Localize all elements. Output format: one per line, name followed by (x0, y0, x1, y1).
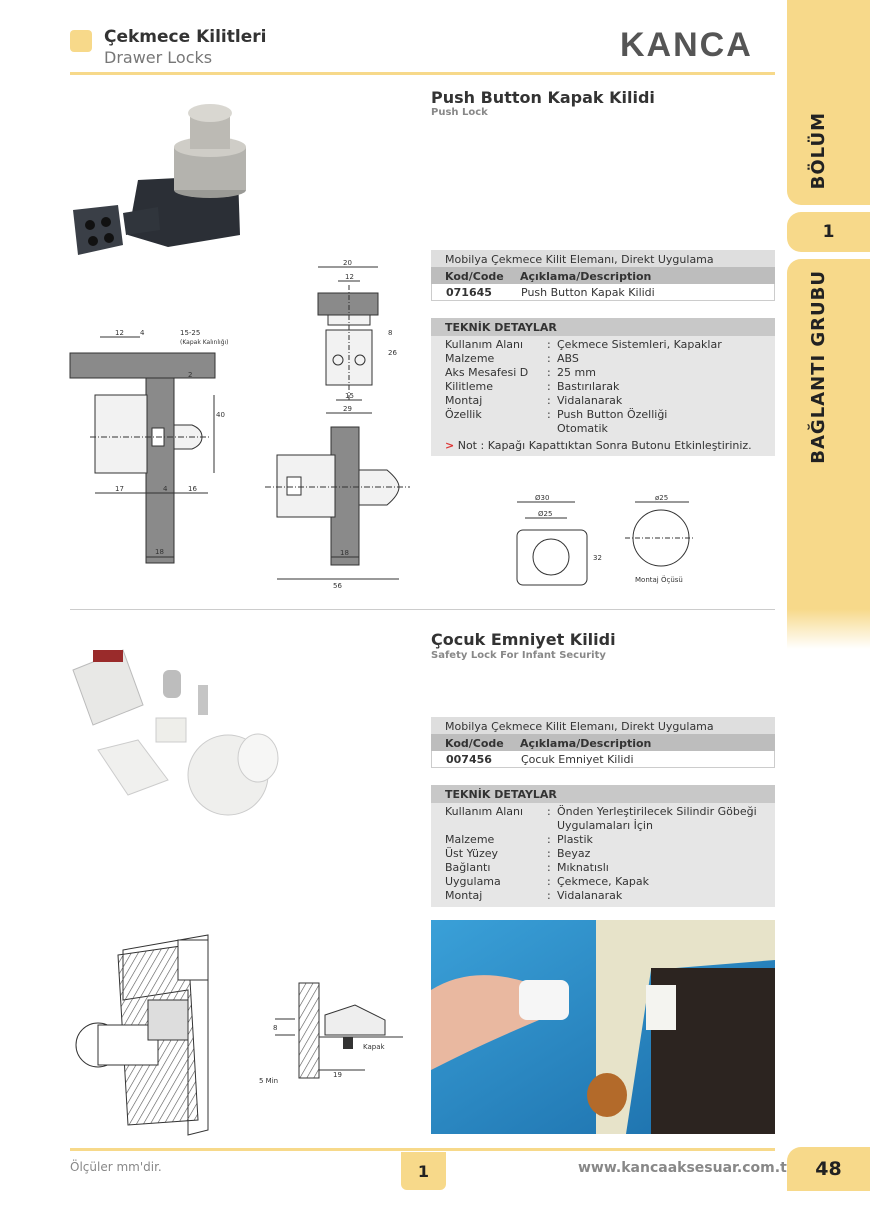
note-text: Not : Kapağı Kapattıktan Sonra Butonu Et… (457, 439, 752, 452)
page-subtitle: Drawer Locks (104, 48, 213, 67)
safety-lock-photo (72, 649, 279, 816)
dim-label: ø25 (655, 494, 668, 502)
table-row: 007456 Çocuk Emniyet Kilidi (431, 751, 775, 768)
safety-lock-install-drawing (75, 934, 209, 1136)
product2-subtitle: Safety Lock For Infant Security (431, 650, 606, 661)
dim-label: Montaj Öçüsü (635, 575, 683, 584)
dim-label: 8 (388, 329, 392, 337)
col-desc: Açıklama/Description (520, 270, 652, 283)
product1-table: Mobilya Çekmece Kilit Elemanı, Direkt Uy… (431, 250, 775, 301)
sidebar-group-tab (787, 259, 870, 609)
table-row: 071645 Push Button Kapak Kilidi (431, 284, 775, 301)
dim-label: 20 (343, 259, 352, 267)
tech-row: Özellik:Push Button Özelliği (445, 408, 668, 421)
dim-label: 29 (343, 405, 352, 413)
tech-row: Malzeme:ABS (445, 352, 579, 365)
tech-row: Kullanım Alanı:Önden Yerleştirilecek Sil… (445, 805, 757, 818)
header-square (70, 30, 92, 52)
dim-label: 15-25 (180, 329, 200, 337)
note-arrow: > (445, 439, 455, 452)
table-header: Kod/Code Açıklama/Description (431, 267, 775, 284)
product2-tech-details: TEKNİK DETAYLAR Kullanım Alanı:Önden Yer… (431, 785, 775, 907)
dim-label: 32 (593, 554, 602, 562)
dim-label: 26 (388, 349, 397, 357)
col-desc: Açıklama/Description (520, 737, 652, 750)
footer-note: Ölçüler mm'dir. (70, 1160, 162, 1174)
dim-label: 4 (163, 485, 168, 493)
tech-title: TEKNİK DETAYLAR (431, 785, 775, 803)
push-lock-front-drawing: 20 12 8 26 15 29 (317, 259, 397, 414)
table-caption: Mobilya Çekmece Kilit Elemanı, Direkt Uy… (431, 717, 775, 734)
product-desc: Push Button Kapak Kilidi (521, 286, 655, 299)
col-code: Kod/Code (445, 270, 504, 283)
sidebar-section-tab (787, 0, 870, 205)
tech-note: > Not : Kapağı Kapattıktan Sonra Butonu … (431, 436, 775, 452)
dim-label: 18 (340, 549, 349, 557)
product2-title: Çocuk Emniyet Kilidi (431, 630, 616, 649)
dim-label: 19 (333, 1071, 342, 1079)
footer-section: 1 (401, 1152, 446, 1190)
tech-row: Uygulamaları İçin (557, 819, 653, 832)
dim-label: 12 (345, 273, 354, 281)
sidebar-fade (787, 609, 870, 649)
tech-title: TEKNİK DETAYLAR (431, 318, 775, 336)
product2-table: Mobilya Çekmece Kilit Elemanı, Direkt Uy… (431, 717, 775, 768)
product1-title: Push Button Kapak Kilidi (431, 88, 655, 107)
sidebar-section-label: BÖLÜM (808, 112, 829, 190)
col-code: Kod/Code (445, 737, 504, 750)
dim-label: Ø30 (535, 494, 549, 502)
dim-label: 4 (140, 329, 145, 337)
push-lock-side-drawing: 12 4 15-25 (Kapak Kalınlığı) 2 40 17 4 1… (69, 329, 229, 564)
dim-label: Ø25 (538, 510, 552, 518)
dim-label: 8 (273, 1024, 277, 1032)
dim-label: 17 (115, 485, 124, 493)
tech-row: Kullanım Alanı:Çekmece Sistemleri, Kapak… (445, 338, 722, 351)
tech-row: Montaj:Vidalanarak (445, 889, 623, 902)
product-desc: Çocuk Emniyet Kilidi (521, 753, 634, 766)
tech-row: Montaj:Vidalanarak (445, 394, 623, 407)
tech-row: Kilitleme:Bastırılarak (445, 380, 620, 393)
product1-tech-details: TEKNİK DETAYLAR Kullanım Alanı:Çekmece S… (431, 318, 775, 456)
product-code: 071645 (446, 286, 492, 299)
dim-label: 2 (188, 371, 192, 379)
product-code: 007456 (446, 753, 492, 766)
page-number: 48 (787, 1147, 870, 1191)
footer-url[interactable]: www.kancaaksesuar.com.tr (578, 1160, 794, 1176)
sidebar-section-number: 1 (787, 212, 870, 252)
mounting-hole-drawing: Ø30 Ø25 32 ø25 Montaj Öçüsü (516, 494, 695, 586)
dim-label: 56 (333, 582, 342, 590)
page-title: Çekmece Kilitleri (104, 27, 267, 47)
dim-label: 18 (155, 548, 164, 556)
brand-logo: KANCA (620, 26, 753, 64)
dim-label: 40 (216, 411, 225, 419)
push-lock-top-drawing: 18 56 (265, 426, 410, 590)
dim-label: Kapak (363, 1043, 385, 1051)
footer-divider (70, 1148, 775, 1151)
tech-row: Üst Yüzey:Beyaz (445, 847, 591, 860)
tech-row: Malzeme:Plastik (445, 833, 593, 846)
dim-label: 5 Min (259, 1077, 278, 1085)
tech-row: Bağlantı:Mıknatıslı (445, 861, 609, 874)
table-caption: Mobilya Çekmece Kilit Elemanı, Direkt Uy… (431, 250, 775, 267)
sidebar-group-label: BAĞLANTI GRUBU (808, 270, 829, 464)
section-divider (70, 609, 775, 610)
push-lock-photo (73, 104, 246, 255)
tech-row: Otomatik (557, 422, 608, 435)
tech-row: Uygulama:Çekmece, Kapak (445, 875, 649, 888)
table-header: Kod/Code Açıklama/Description (431, 734, 775, 751)
header-divider (70, 72, 775, 75)
tech-row: Aks Mesafesi D:25 mm (445, 366, 596, 379)
dim-label: (Kapak Kalınlığı) (180, 339, 229, 346)
dim-label: 16 (188, 485, 197, 493)
product1-subtitle: Push Lock (431, 107, 488, 118)
dim-label: 15 (345, 392, 354, 400)
safety-lock-usage-photo (431, 920, 775, 1134)
safety-lock-dimension-drawing: 8 Kapak 19 5 Min (259, 982, 403, 1085)
dim-label: 12 (115, 329, 124, 337)
